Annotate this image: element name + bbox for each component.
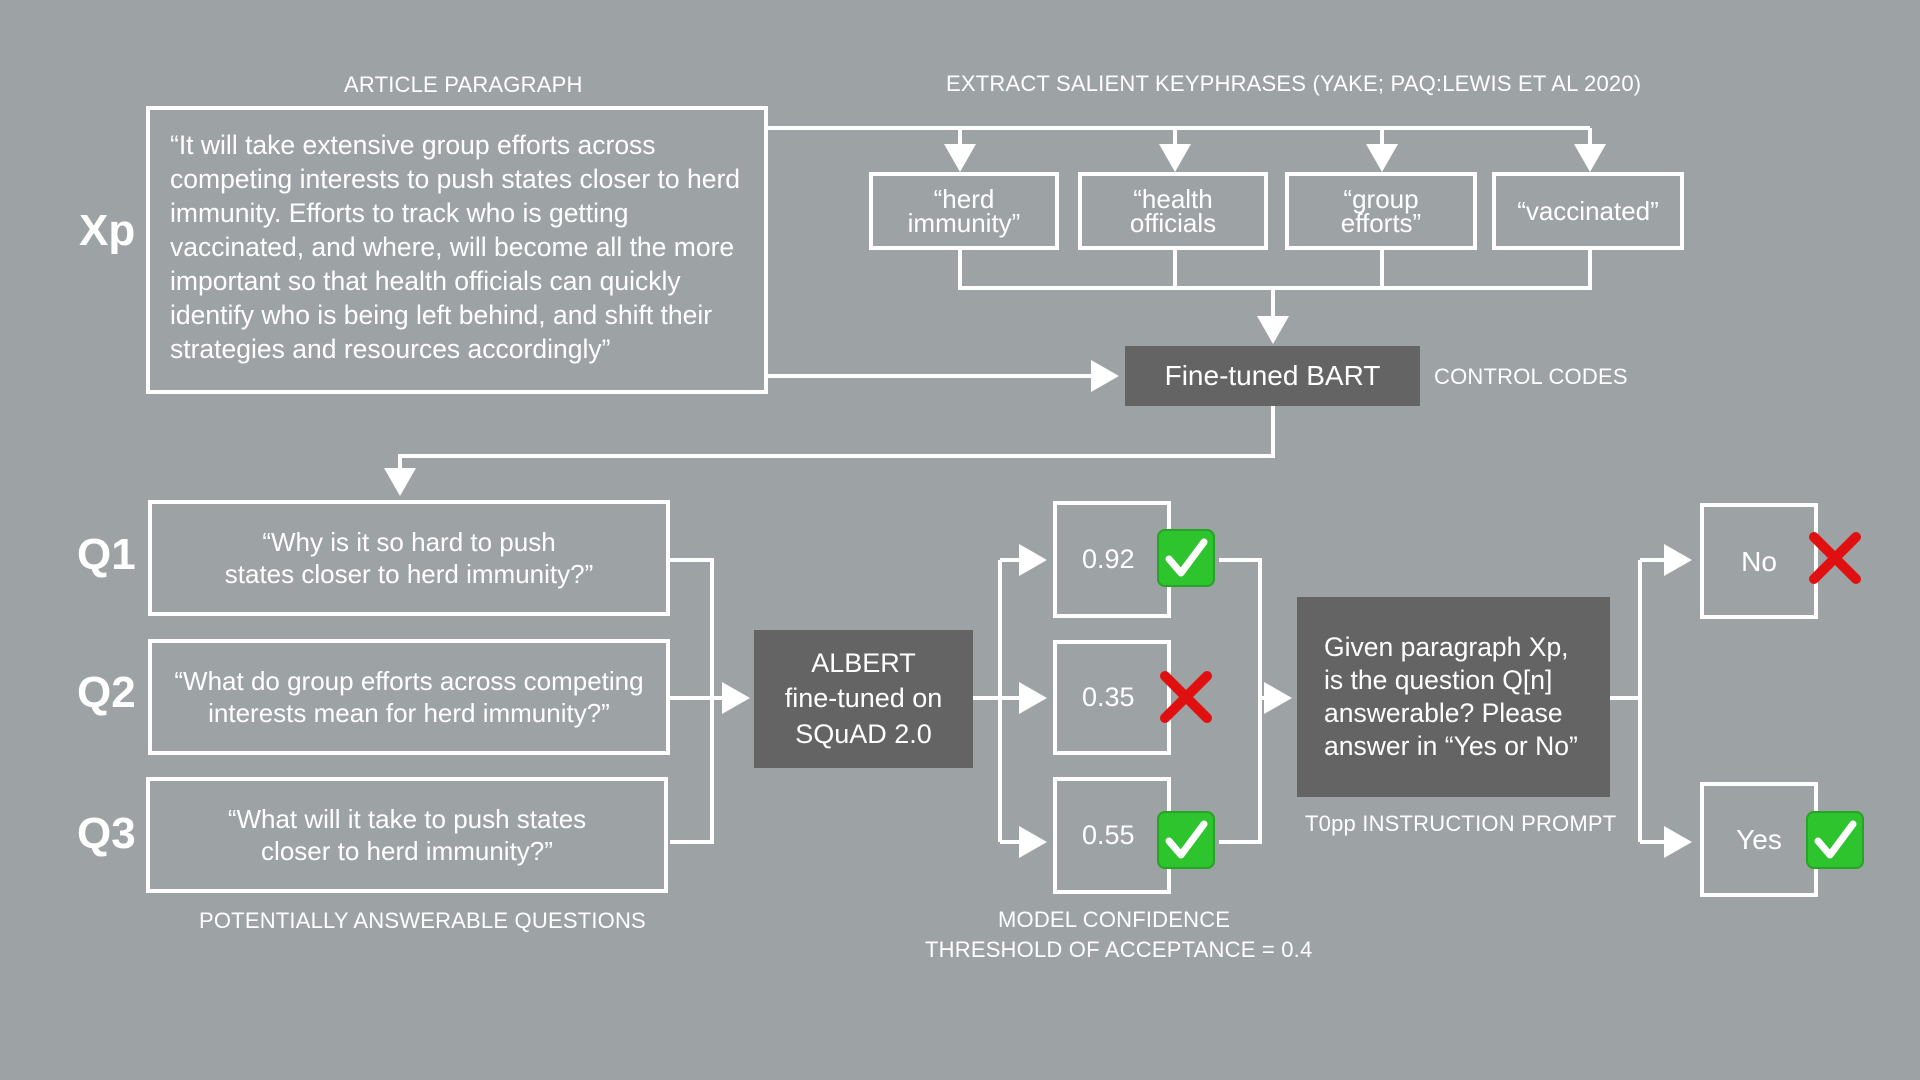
article-paragraph-caption: ARTICLE PARAGRAPH [344, 72, 583, 97]
albert-line: ALBERT [811, 648, 916, 679]
prompt-line: Given paragraph Xp, [1324, 632, 1569, 662]
bart-to-questions-line [384, 406, 1275, 496]
keyphrase-line: “herd [933, 184, 995, 214]
t0pp-prompt-box: Given paragraph Xp,is the question Q[n]a… [1297, 597, 1610, 797]
answer-box-yes: Yes [1700, 782, 1818, 897]
keyphrase-line: “group [1343, 184, 1419, 214]
control-codes-caption: CONTROL CODES [1434, 364, 1628, 389]
albert-line: SQuAD 2.0 [795, 718, 932, 749]
keyphrase-line: immunity” [907, 208, 1021, 238]
question-line: “What do group efforts across competing [174, 665, 644, 696]
score-box-q3: 0.55 [1053, 777, 1171, 894]
instruction-prompt-caption: T0pp INSTRUCTION PROMPT [1305, 811, 1617, 836]
cross-icon [1809, 532, 1861, 584]
prompt-line: answerable? Please [1324, 698, 1563, 728]
score-value: 0.92 [1082, 543, 1135, 574]
score-value: 0.35 [1082, 681, 1135, 712]
score-box-q2: 0.35 [1053, 640, 1171, 755]
fine-tuned-bart-box: Fine-tuned BART [1125, 346, 1420, 406]
score-value: 0.55 [1082, 819, 1135, 850]
keyphrase-line: “vaccinated” [1517, 195, 1659, 226]
answer-value: No [1741, 545, 1777, 577]
keyphrase-line: “health [1133, 184, 1213, 214]
xp-label: Xp [79, 206, 136, 255]
extract-keyphrases-caption: EXTRACT SALIENT KEYPHRASES (YAKE; PAQ:LE… [946, 71, 1642, 96]
question-line: closer to herd immunity?” [261, 836, 553, 866]
q1-label: Q1 [77, 530, 136, 579]
albert-line: fine-tuned on [784, 683, 943, 714]
check-icon [1806, 811, 1864, 869]
answer-box-no: No [1700, 503, 1818, 619]
question-line: states closer to herd immunity?” [224, 559, 594, 589]
check-icon [1157, 811, 1215, 869]
albert-model-box: ALBERT fine-tuned on SQuAD 2.0 [754, 630, 973, 768]
cross-icon [1160, 671, 1212, 723]
confidence-caption-line1: MODEL CONFIDENCE [998, 907, 1231, 932]
keyphrase-line: efforts” [1340, 208, 1422, 238]
keyphrase-line: officials [1129, 208, 1217, 238]
prompt-line: answer in “Yes or No” [1324, 731, 1578, 761]
check-icon [1157, 529, 1215, 587]
prompt-line: is the question Q[n] [1324, 665, 1553, 695]
question-line: interests mean for herd immunity?” [208, 698, 610, 728]
q3-label: Q3 [77, 809, 136, 858]
question-line: “Why is it so hard to push [262, 526, 556, 557]
q2-label: Q2 [77, 668, 136, 717]
keyphrase-vaccinated: “vaccinated” [1492, 172, 1684, 250]
confidence-caption-line2: THRESHOLD OF ACCEPTANCE = 0.4 [925, 937, 1313, 962]
article-paragraph-box: “It will take extensive group efforts ac… [146, 106, 768, 394]
question-line: “What will it take to push states [227, 803, 587, 834]
score-box-q1: 0.92 [1053, 501, 1171, 618]
keyphrases-merge-line [958, 250, 1592, 290]
answer-value: Yes [1736, 824, 1782, 855]
questions-caption: POTENTIALLY ANSWERABLE QUESTIONS [199, 908, 646, 933]
